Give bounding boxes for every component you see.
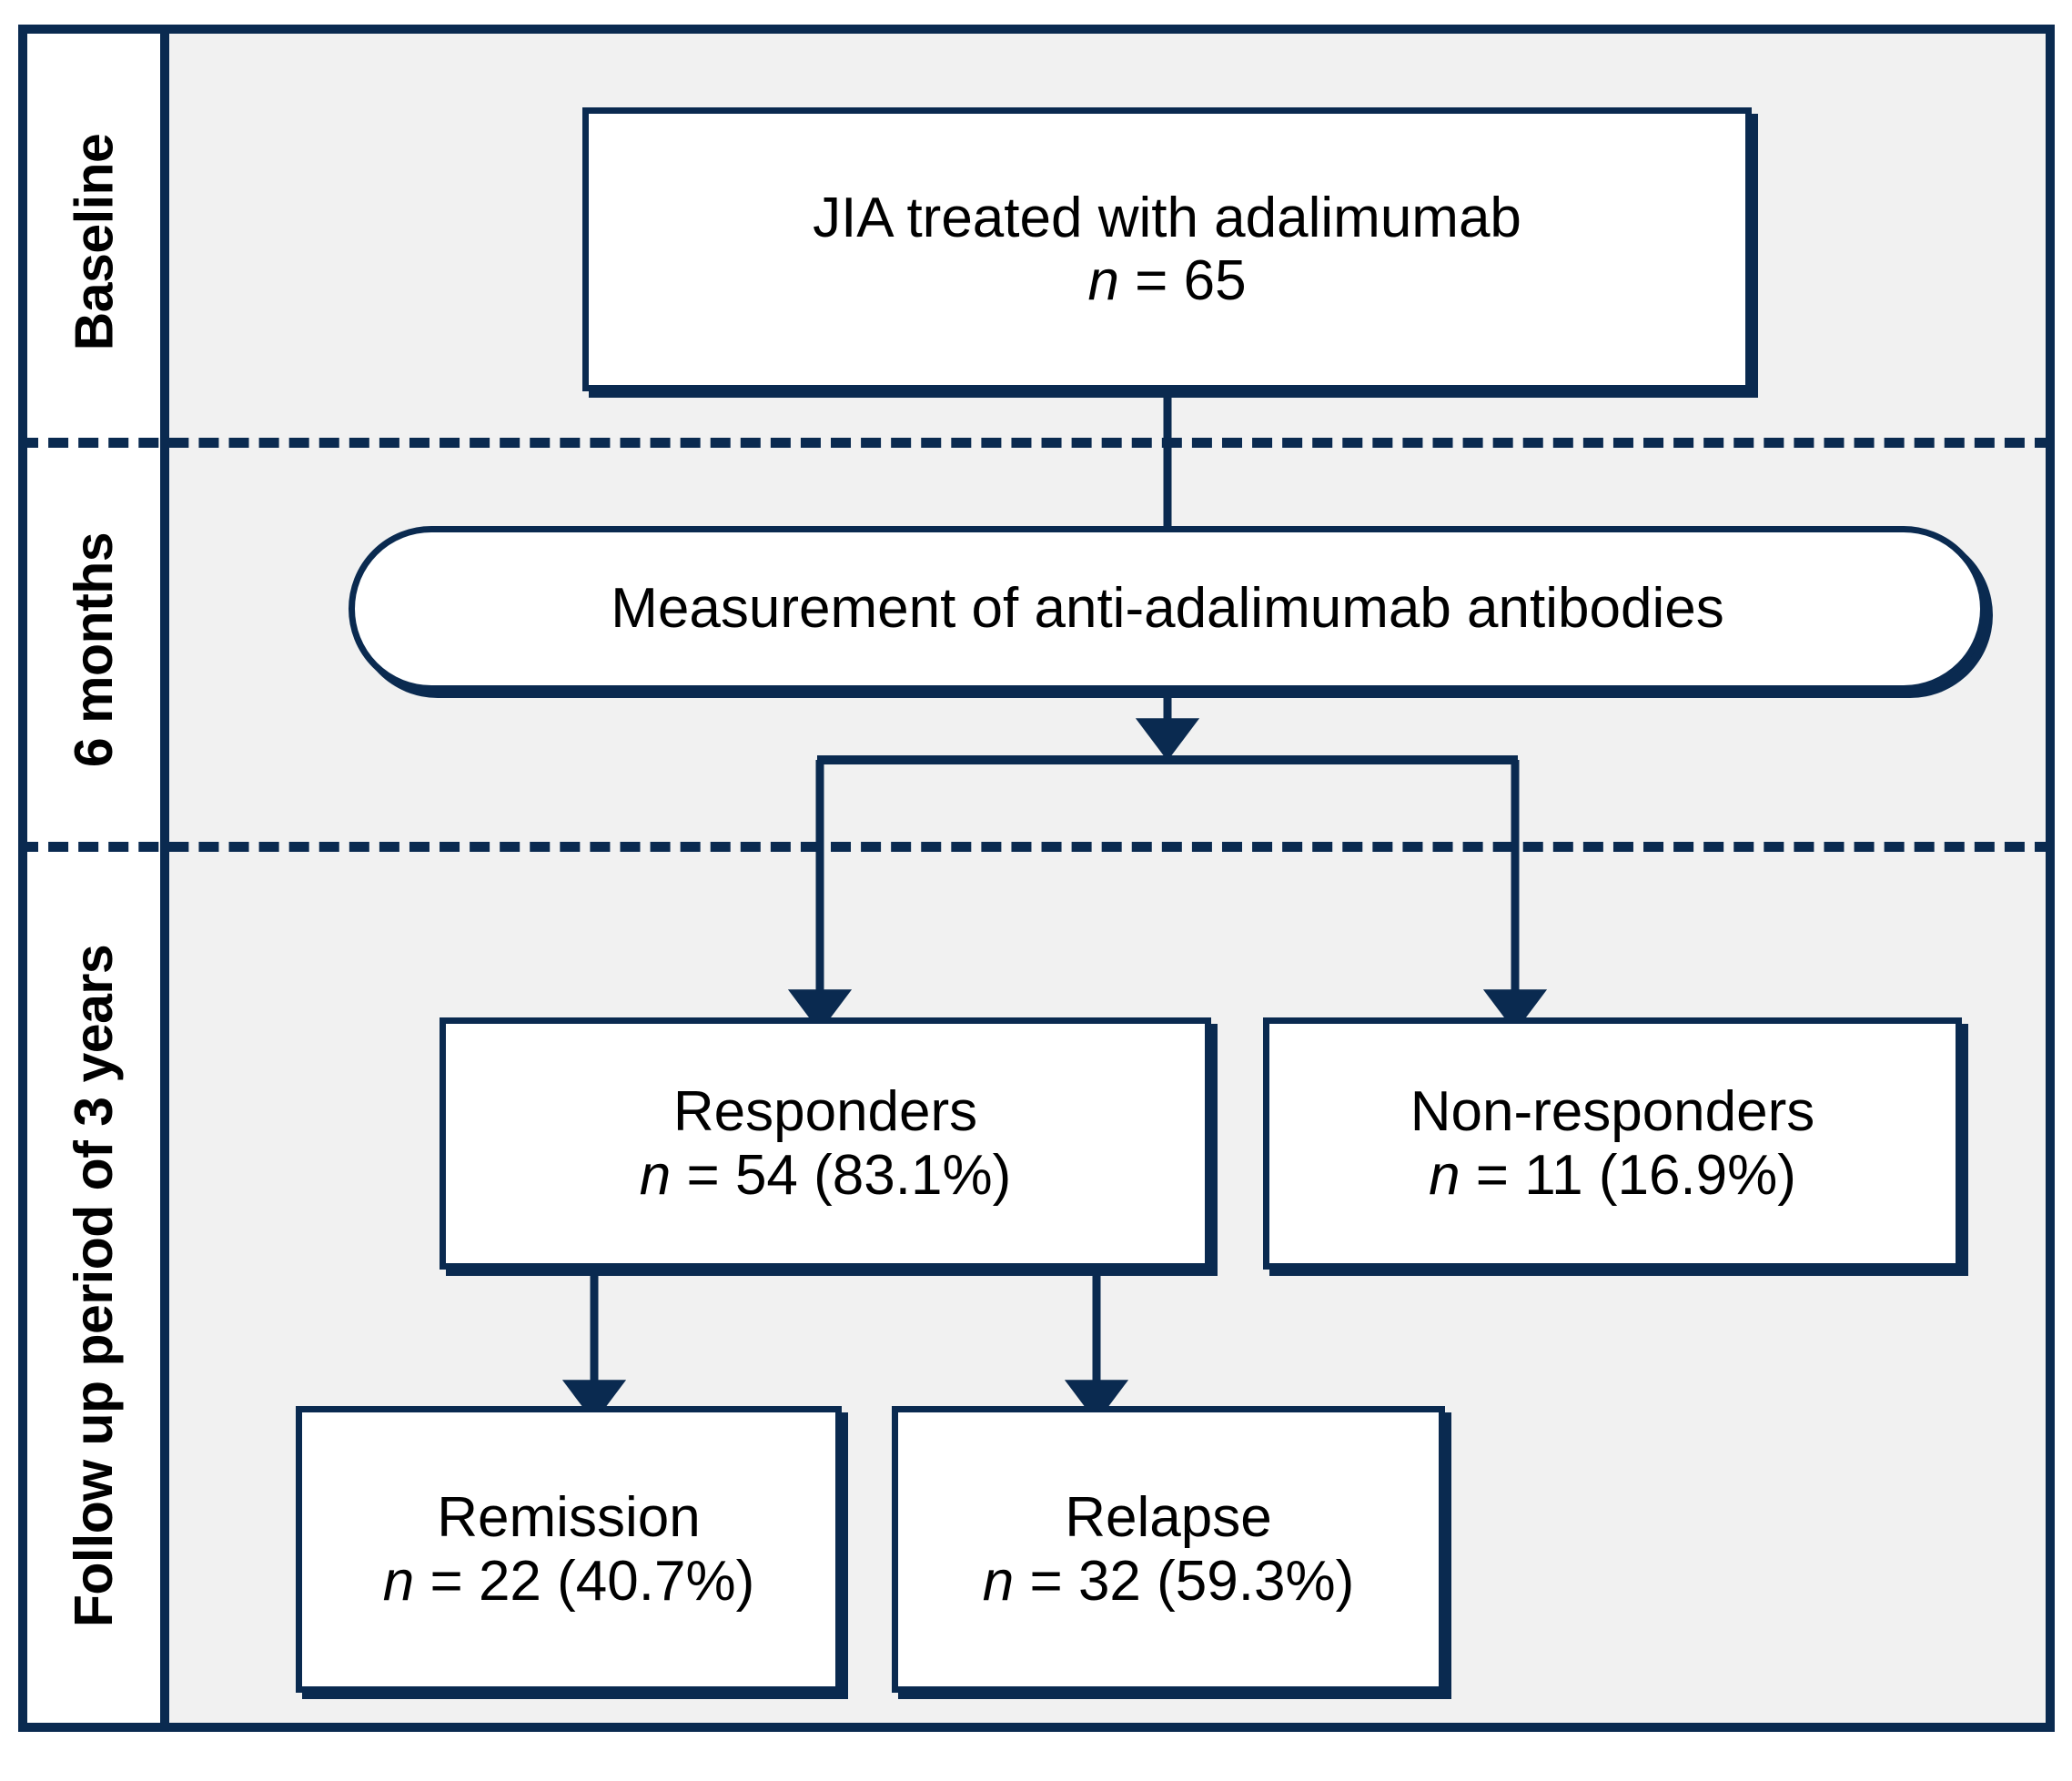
node-relapse-value: 32 (59.3%) [1077,1549,1355,1613]
node-relapse[interactable]: Relapse n = 32 (59.3%) [892,1406,1445,1693]
node-remission[interactable]: Remission n = 22 (40.7%) [296,1406,842,1693]
node-non-responders-value: 11 (16.9%) [1524,1143,1796,1207]
node-cohort-count: n = 65 [1087,249,1246,312]
node-non-responders-eq: = [1460,1143,1525,1207]
node-responders-var: n [639,1143,672,1207]
stage-label-baseline: Baseline [64,133,124,351]
node-responders-value: 54 (83.1%) [734,1143,1012,1207]
node-remission-count: n = 22 (40.7%) [383,1550,754,1613]
node-measurement[interactable]: Measurement of anti-adalimumab antibodie… [349,526,1986,692]
node-non-responders-count: n = 11 (16.9%) [1429,1144,1796,1207]
node-relapse-count: n = 32 (59.3%) [983,1550,1354,1613]
stage-divider-baseline-six-months [18,438,2055,448]
node-remission-value: 22 (40.7%) [478,1549,755,1613]
node-relapse-title: Relapse [1065,1486,1272,1550]
node-relapse-eq: = [1014,1549,1078,1613]
node-responders-eq: = [671,1143,735,1207]
node-non-responders-var: n [1429,1143,1461,1207]
stage-label-column: Baseline 6 months Follow up period of 3 … [18,25,169,1732]
stage-label-six-months: 6 months [64,531,124,768]
node-cohort[interactable]: JIA treated with adalimumab n = 65 [582,107,1752,391]
node-remission-eq: = [414,1549,479,1613]
stage-cell-six-months: 6 months [27,450,160,849]
node-remission-title: Remission [437,1486,701,1550]
node-cohort-var: n [1087,249,1119,312]
stage-label-follow-up: Follow up period of 3 years [64,944,124,1628]
node-remission-var: n [382,1549,415,1613]
node-cohort-value: 65 [1183,249,1247,312]
node-cohort-title: JIA treated with adalimumab [813,186,1521,249]
stage-divider-six-months-follow-up [18,842,2055,852]
stage-cell-baseline: Baseline [27,34,160,450]
node-non-responders[interactable]: Non-responders n = 11 (16.9%) [1263,1017,1962,1270]
stage-cell-follow-up: Follow up period of 3 years [27,849,160,1723]
node-responders-count: n = 54 (83.1%) [640,1144,1011,1207]
node-measurement-title: Measurement of anti-adalimumab antibodie… [611,577,1724,641]
node-responders[interactable]: Responders n = 54 (83.1%) [440,1017,1211,1270]
node-non-responders-title: Non-responders [1410,1080,1815,1144]
node-cohort-eq: = [1118,249,1184,312]
node-relapse-var: n [982,1549,1015,1613]
node-responders-title: Responders [672,1080,978,1144]
